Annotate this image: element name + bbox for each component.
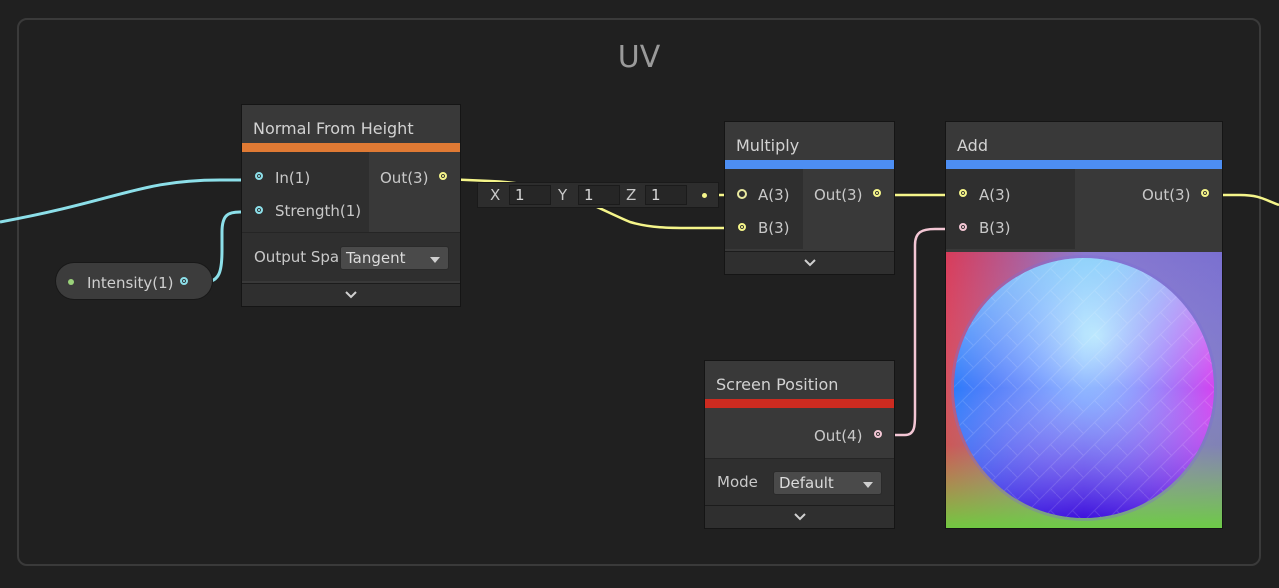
b-port[interactable] <box>959 223 967 231</box>
mode-label: Mode <box>717 473 758 491</box>
out-port[interactable] <box>439 172 447 180</box>
node-title: Normal From Height <box>253 119 414 138</box>
node-screen-position[interactable]: Screen Position Out(4) Mode Default <box>705 361 894 528</box>
a-port-label: A(3) <box>758 186 790 204</box>
chevron-down-icon <box>793 513 806 521</box>
out-port[interactable] <box>873 189 881 197</box>
group-title: UV <box>617 40 661 75</box>
output-space-label: Output Space <box>254 248 340 266</box>
chevron-down-icon <box>345 291 357 299</box>
property-indicator-icon <box>68 279 74 285</box>
wire-in-input <box>0 178 258 224</box>
node-title: Screen Position <box>716 375 839 394</box>
node-header[interactable]: Screen Position <box>705 361 894 399</box>
out-port[interactable] <box>1201 189 1209 197</box>
b-port-label: B(3) <box>758 219 790 237</box>
node-multiply[interactable]: Multiply A(3) B(3) Out(3) <box>725 122 894 274</box>
node-color-bar <box>946 160 1222 169</box>
collapse-toggle[interactable] <box>242 283 460 306</box>
group-uv[interactable]: UV <box>17 18 1261 566</box>
wire-add-out <box>1205 193 1279 207</box>
mode-dropdown[interactable]: Default <box>773 471 882 495</box>
vector-output-dot <box>702 193 707 198</box>
x-label: X <box>490 186 501 204</box>
strength-port[interactable] <box>255 206 263 214</box>
collapse-toggle[interactable] <box>725 251 894 274</box>
property-label: Intensity(1) <box>87 274 174 292</box>
node-header[interactable]: Normal From Height <box>242 105 460 143</box>
wire-screenpos-to-add-b <box>877 227 962 437</box>
out-port[interactable] <box>874 430 882 438</box>
z-field[interactable]: 1 <box>645 185 687 205</box>
node-header[interactable]: Multiply <box>725 122 894 160</box>
b-port[interactable] <box>738 223 746 231</box>
x-field[interactable]: 1 <box>509 185 551 205</box>
node-header[interactable]: Add <box>946 122 1222 160</box>
property-output-port[interactable] <box>180 277 188 285</box>
y-field[interactable]: 1 <box>578 185 620 205</box>
b-port-label: B(3) <box>979 219 1011 237</box>
a-port[interactable] <box>959 189 967 197</box>
property-node-intensity[interactable]: Intensity(1) <box>56 263 212 299</box>
node-color-bar <box>725 160 894 169</box>
node-color-bar <box>705 399 894 408</box>
in-port-label: In(1) <box>275 169 311 187</box>
output-space-value: Tangent <box>346 249 406 267</box>
chevron-down-icon <box>803 259 816 267</box>
collapse-toggle[interactable] <box>705 505 894 528</box>
node-normal-from-height[interactable]: Normal From Height In(1) Strength(1) Out… <box>242 105 460 306</box>
node-title: Add <box>957 136 988 155</box>
z-label: Z <box>626 186 637 204</box>
out-port-label: Out(4) <box>814 427 863 445</box>
out-port-label: Out(3) <box>1142 186 1191 204</box>
chevron-down-icon <box>430 257 440 263</box>
output-space-dropdown[interactable]: Tangent <box>340 246 449 270</box>
a-port-label: A(3) <box>979 186 1011 204</box>
output-space-row: Output Space Tangent <box>242 232 460 281</box>
out-port-label: Out(3) <box>380 169 429 187</box>
a-port[interactable] <box>737 189 747 199</box>
wire-intensity-strength <box>184 210 258 284</box>
node-title: Multiply <box>736 136 800 155</box>
vector3-input-field[interactable]: X 1 Y 1 Z 1 <box>477 182 719 208</box>
y-label: Y <box>558 186 568 204</box>
strength-port-label: Strength(1) <box>275 202 362 220</box>
out-port-label: Out(3) <box>814 186 863 204</box>
node-preview-image <box>946 252 1222 528</box>
node-color-bar <box>242 143 460 152</box>
chevron-down-icon <box>863 482 873 488</box>
mode-value: Default <box>779 474 834 492</box>
mode-row: Mode Default <box>705 458 894 507</box>
in-port[interactable] <box>255 172 263 180</box>
